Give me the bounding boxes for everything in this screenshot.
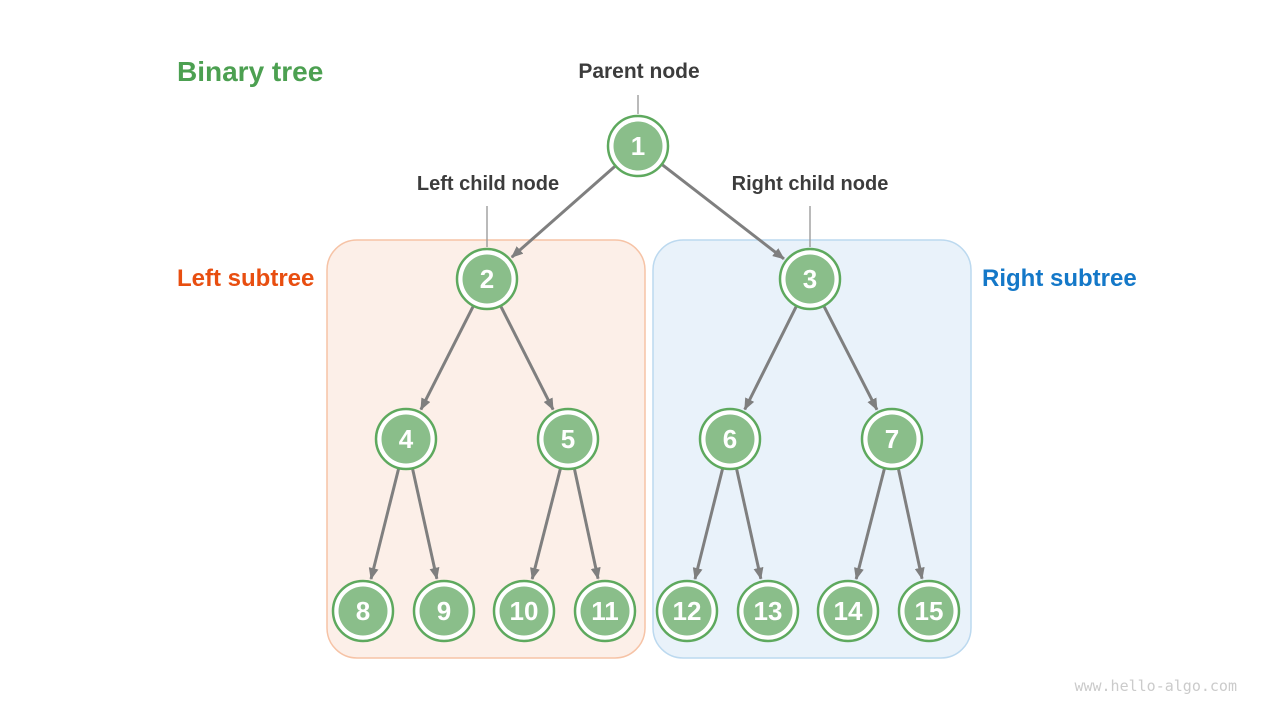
tree-edge-7-14 (854, 468, 886, 580)
figure-title: Binary tree (177, 56, 324, 87)
watermark: www.hello-algo.com (1074, 677, 1237, 695)
tree-node-value: 8 (356, 596, 370, 626)
tree-edge-4-9 (411, 468, 440, 580)
tree-node-5: 5 (536, 407, 600, 471)
tree-node-2: 2 (455, 247, 519, 311)
tree-node-7: 7 (860, 407, 924, 471)
tree-node-4: 4 (374, 407, 438, 471)
tree-edge-1-3 (661, 163, 785, 261)
tree-node-15: 15 (897, 579, 961, 643)
tree-edge-2-5 (499, 305, 555, 411)
tree-edge-4-8 (368, 468, 400, 580)
tree-node-value: 6 (723, 424, 737, 454)
tree-node-8: 8 (331, 579, 395, 643)
tree-node-value: 12 (673, 596, 702, 626)
tree-edge-1-2 (510, 165, 616, 259)
tree-node-14: 14 (816, 579, 880, 643)
tree-node-value: 3 (803, 264, 817, 294)
tree-node-value: 13 (754, 596, 783, 626)
right-child-node-label: Right child node (731, 173, 889, 195)
tree-node-3: 3 (778, 247, 842, 311)
tree-node-value: 15 (915, 596, 944, 626)
tree-node-10: 10 (492, 579, 556, 643)
tree-node-value: 14 (834, 596, 863, 626)
parent-node-label: Parent node (578, 60, 700, 83)
tree-edge-6-12 (692, 468, 724, 580)
tree-node-value: 1 (631, 131, 645, 161)
tree-node-value: 9 (437, 596, 451, 626)
tree-node-13: 13 (736, 579, 800, 643)
tree-node-value: 5 (561, 424, 575, 454)
tree-node-9: 9 (412, 579, 476, 643)
tree-node-value: 7 (885, 424, 899, 454)
tree-node-value: 10 (510, 596, 539, 626)
tree-edge-3-7 (822, 305, 879, 411)
tree-edge-7-15 (897, 468, 925, 580)
tree-node-value: 11 (591, 596, 619, 626)
tree-edge-6-13 (735, 468, 764, 580)
tree-node-6: 6 (698, 407, 762, 471)
right-subtree-label: Right subtree (982, 265, 1137, 292)
tree-node-value: 2 (480, 264, 494, 294)
tree-edge-5-10 (530, 468, 562, 580)
left-child-node-label: Left child node (416, 173, 560, 195)
tree-node-12: 12 (655, 579, 719, 643)
tree-node-value: 4 (399, 424, 414, 454)
right-subtree-box (652, 239, 972, 659)
tree-node-11: 11 (573, 579, 637, 643)
left-subtree-box (326, 239, 646, 659)
tree-node-1: 1 (606, 114, 670, 178)
tree-edge-2-4 (419, 305, 475, 411)
tree-edge-3-6 (743, 306, 798, 411)
left-subtree-label: Left subtree (177, 265, 315, 292)
tree-edge-5-11 (573, 468, 601, 580)
